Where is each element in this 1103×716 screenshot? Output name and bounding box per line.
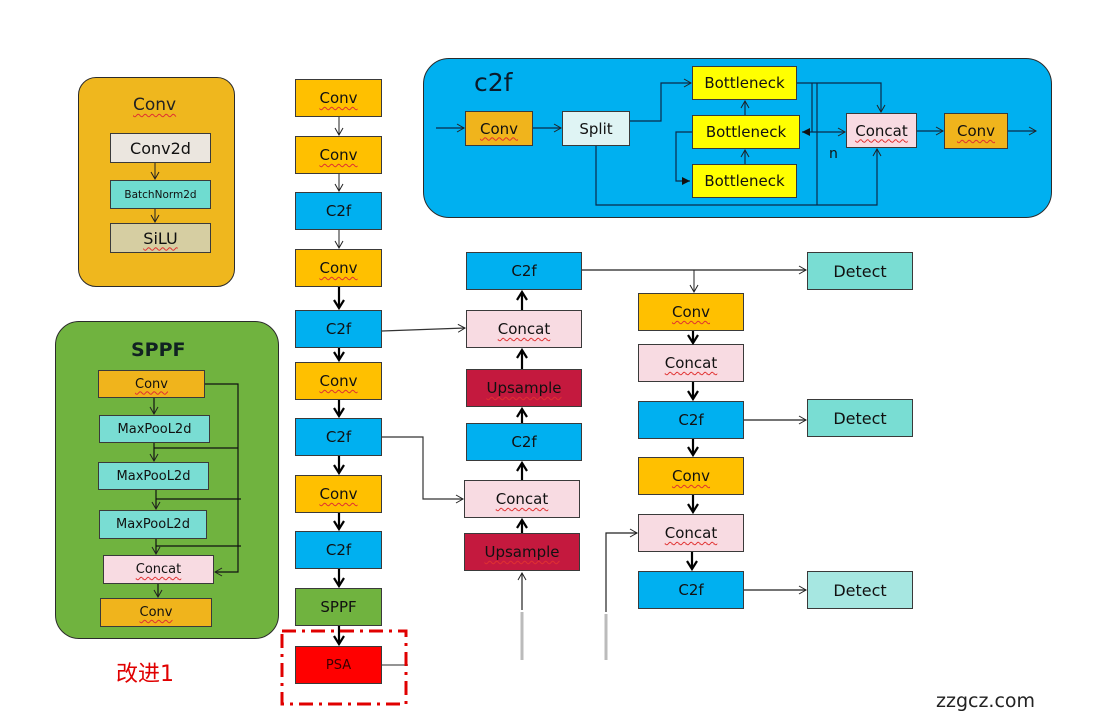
improvement-annotation: 改进1	[116, 662, 174, 687]
arrow	[381, 323, 467, 333]
arrow	[605, 528, 639, 612]
c2f-repeat-n-label: n	[829, 146, 838, 162]
sppf-maxpool-1: MaxPooL2d	[99, 415, 210, 443]
conv-panel-title: Conv	[133, 95, 177, 115]
c2f-bottleneck-2: Bottleneck	[692, 115, 800, 149]
backbone-c2f-1: C2f	[295, 192, 382, 230]
backbone-sppf: SPPF	[295, 588, 382, 626]
watermark: zzgcz.com	[936, 690, 1036, 712]
lateral-arrows	[381, 323, 467, 504]
neck-down-c2f-1: C2f	[638, 401, 744, 439]
sppf-conv-in: Conv	[98, 370, 205, 398]
detect-head-3: Detect	[807, 571, 913, 609]
neck-up-upsample-top: Upsample	[466, 369, 582, 407]
c2f-conv-out: Conv	[944, 113, 1008, 149]
sppf-maxpool-2: MaxPooL2d	[98, 462, 209, 490]
detect-head-2: Detect	[807, 399, 913, 437]
backbone-c2f-3: C2f	[295, 418, 382, 456]
neck-down-conv-2: Conv	[638, 457, 744, 495]
backbone-psa: PSA	[295, 646, 382, 684]
neck-down-c2f-2: C2f	[638, 571, 744, 609]
sppf-conv-out: Conv	[100, 598, 212, 627]
sppf-panel-title: SPPF	[131, 339, 186, 361]
backbone-conv-5: Conv	[295, 475, 382, 513]
neck-up-c2f-mid: C2f	[466, 423, 582, 461]
silu-block: SiLU	[110, 223, 211, 253]
backbone-conv-4: Conv	[295, 362, 382, 400]
neck-up-concat-bottom: Concat	[464, 480, 580, 518]
neck-down-concat-2: Concat	[638, 514, 744, 552]
backbone-conv-2: Conv	[295, 136, 382, 174]
c2f-bottleneck-1: Bottleneck	[692, 66, 797, 100]
c2f-panel-title: c2f	[474, 68, 513, 97]
c2f-bottleneck-3: Bottleneck	[692, 164, 797, 198]
backbone-c2f-4: C2f	[295, 531, 382, 569]
conv2d-block: Conv2d	[110, 133, 211, 163]
neck-up-concat-top: Concat	[466, 310, 582, 348]
detect-head-1: Detect	[807, 252, 913, 290]
batchnorm2d-block: BatchNorm2d	[110, 180, 211, 209]
backbone-conv-1: Conv	[295, 79, 382, 117]
neck-up-c2f-top: C2f	[466, 252, 582, 290]
neck-down-concat-1: Concat	[638, 344, 744, 382]
sppf-concat: Concat	[103, 555, 214, 584]
c2f-split: Split	[562, 111, 630, 146]
backbone-conv-3: Conv	[295, 249, 382, 287]
c2f-concat: Concat	[846, 113, 917, 148]
arrow	[382, 436, 465, 504]
backbone-c2f-2: C2f	[295, 310, 382, 348]
neck-down-conv-1: Conv	[638, 293, 744, 331]
sppf-maxpool-3: MaxPooL2d	[99, 510, 207, 539]
neck-up-upsample-bottom: Upsample	[464, 533, 580, 571]
c2f-conv-in: Conv	[465, 111, 533, 146]
